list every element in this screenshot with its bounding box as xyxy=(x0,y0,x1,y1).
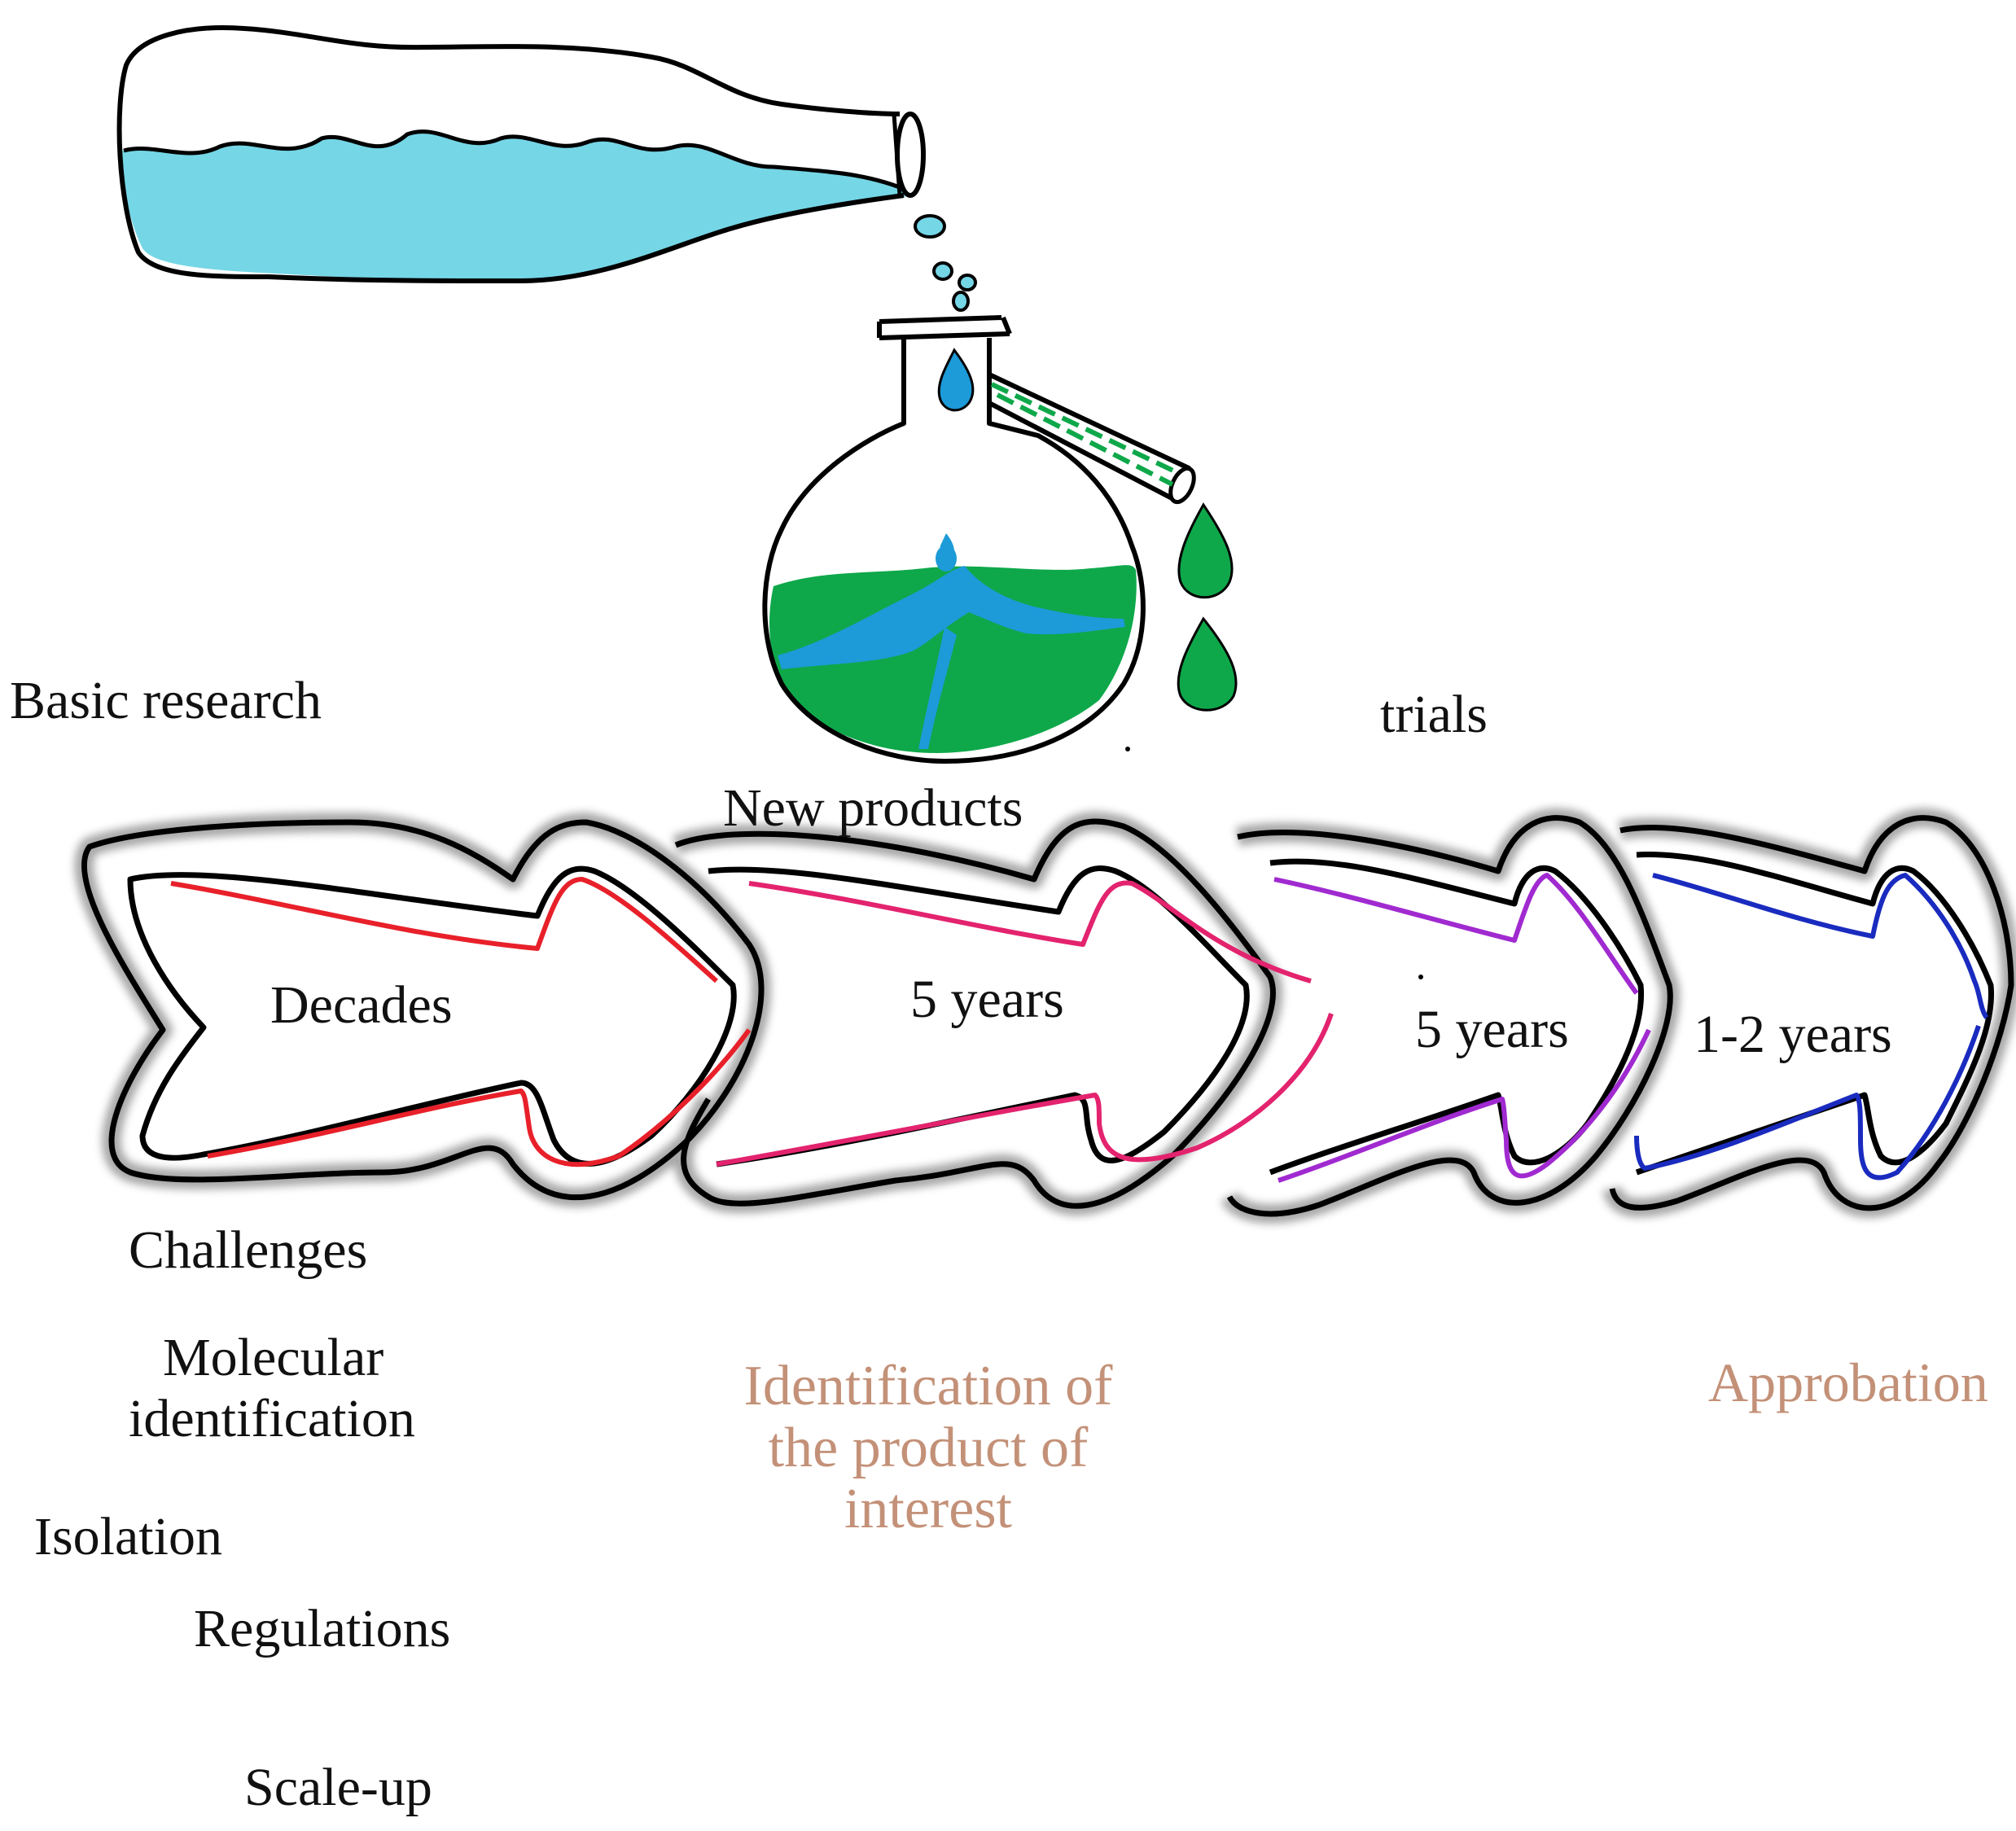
label-molecular: Molecular xyxy=(163,1328,384,1387)
product-note-line-3: interest xyxy=(844,1478,1013,1541)
flask-outline xyxy=(762,338,1146,764)
product-note-line-2: the product of xyxy=(768,1416,1089,1479)
product-identification-note: Identification of the product of interes… xyxy=(717,1356,1140,1540)
bottle-mouth xyxy=(892,112,926,198)
bottle-liquid xyxy=(122,131,912,283)
stage-4-duration: 1-2 years xyxy=(1694,1005,1892,1064)
arrow-stage-1-accent xyxy=(170,877,752,1167)
green-drops xyxy=(1177,502,1238,712)
arrow-stage-4-accent xyxy=(1634,873,1989,1181)
falling-drops xyxy=(914,214,977,312)
label-isolation: Isolation xyxy=(34,1507,222,1566)
bottle-outline xyxy=(116,25,905,283)
label-identification: identification xyxy=(129,1389,415,1448)
stage-1-duration: Decades xyxy=(270,975,453,1035)
arrow-stage-4 xyxy=(1609,815,2014,1211)
arrow-stage-2-accent xyxy=(716,880,1334,1167)
label-approbation: Approbation xyxy=(1708,1351,1988,1413)
label-new-products: New products xyxy=(723,778,1023,838)
arrow-stage-2 xyxy=(674,818,1334,1209)
flask xyxy=(762,315,1238,764)
label-basic-research: Basic research xyxy=(10,671,322,730)
flask-blue-drop xyxy=(937,348,975,412)
product-note-line-1: Identification of xyxy=(743,1355,1113,1417)
flask-blue-veins xyxy=(778,533,1125,749)
side-arm xyxy=(987,372,1196,505)
label-regulations: Regulations xyxy=(194,1599,451,1658)
stage-3-duration: 5 years xyxy=(1415,1000,1569,1059)
arrow-stage-3 xyxy=(1226,815,1673,1217)
bottle-liquid-line xyxy=(123,129,905,191)
label-challenges: Challenges xyxy=(129,1220,368,1280)
arrow-stage-3-accent xyxy=(1273,873,1651,1183)
flask-neck-rim xyxy=(877,315,1012,340)
label-scale-up: Scale-up xyxy=(244,1758,432,1817)
stage-2-duration: 5 years xyxy=(910,970,1064,1029)
bottle xyxy=(116,25,977,312)
label-trials: trials xyxy=(1380,685,1488,744)
stage-arrows xyxy=(74,808,2016,1224)
